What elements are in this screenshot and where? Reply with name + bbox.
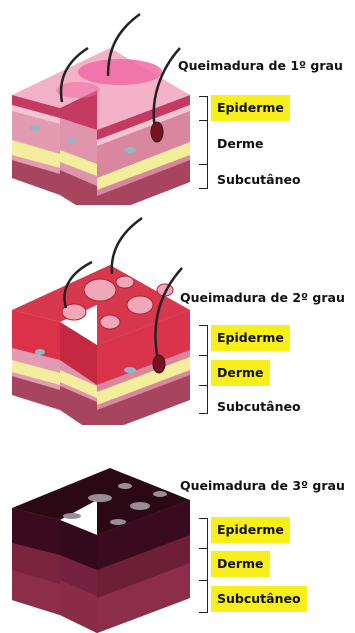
label-epiderme: Epiderme [211, 95, 290, 121]
third-degree-title: Queimadura de 3º grau [180, 478, 345, 493]
first-degree-title: Queimadura de 1º grau [178, 58, 343, 73]
bracket-tick [199, 413, 208, 414]
label-epiderme: Epiderme [211, 517, 290, 543]
label-derme: Derme [211, 551, 270, 577]
bracket-tick [199, 612, 208, 613]
bracket-tick [199, 355, 208, 356]
bracket-tick [199, 518, 208, 519]
label-subcutaneo: Subcutâneo [211, 586, 307, 612]
second-degree-skin-block [0, 210, 215, 425]
bracket-tick [199, 385, 208, 386]
third-degree-burn-panel: Queimadura de 3º grau Epiderme Derme Sub… [0, 430, 355, 633]
bracket-tick [199, 325, 208, 326]
bracket-tick [199, 164, 208, 165]
layer-bracket [199, 518, 208, 612]
second-degree-title: Queimadura de 2º grau [180, 290, 345, 305]
layer-bracket [199, 96, 208, 188]
label-derme: Derme [211, 131, 270, 157]
bracket-tick [199, 96, 208, 97]
bracket-tick [199, 188, 208, 189]
label-subcutaneo: Subcutâneo [211, 394, 307, 420]
label-derme: Derme [211, 360, 270, 386]
layer-bracket [199, 325, 208, 413]
first-degree-skin-block [0, 0, 215, 205]
label-subcutaneo: Subcutâneo [211, 167, 307, 193]
bracket-tick [199, 548, 208, 549]
second-degree-burn-panel: Queimadura de 2º grau Epiderme Derme Sub… [0, 210, 355, 425]
third-degree-skin-block [0, 430, 215, 633]
bracket-tick [199, 120, 208, 121]
label-epiderme: Epiderme [211, 325, 290, 351]
first-degree-burn-panel: Queimadura de 1º grau Epiderme Derme Sub… [0, 0, 355, 205]
bracket-tick [199, 580, 208, 581]
